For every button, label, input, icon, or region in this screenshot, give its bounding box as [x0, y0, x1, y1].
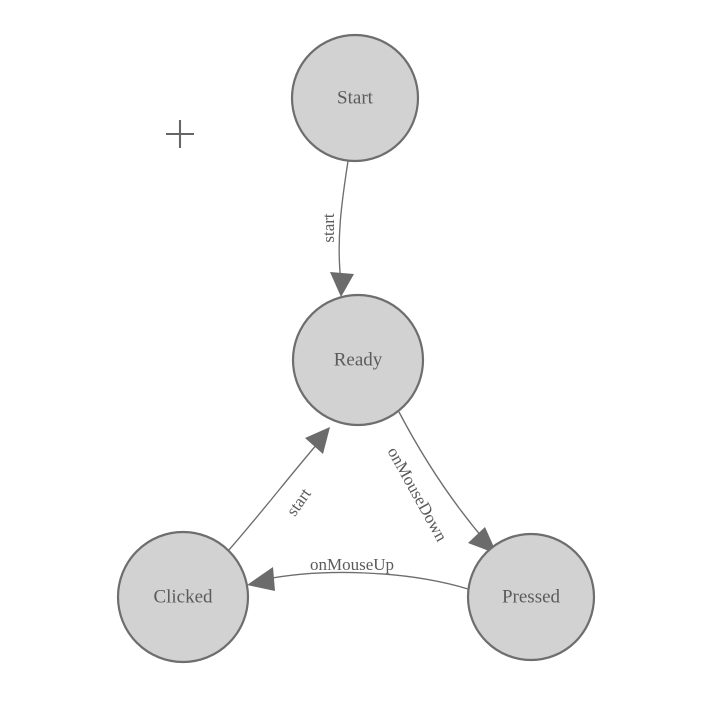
- arrowhead-ready-to-pressed: [468, 527, 497, 554]
- edge-start-to-ready[interactable]: start: [319, 160, 354, 297]
- node-ready[interactable]: Ready: [291, 293, 425, 427]
- edge-pressed-to-clicked[interactable]: onMouseUp: [247, 555, 469, 591]
- arrowhead-clicked-to-ready: [305, 427, 330, 454]
- node-circle-ready[interactable]: [291, 293, 425, 427]
- node-start[interactable]: Start: [290, 33, 420, 163]
- edge-clicked-to-ready[interactable]: start: [227, 427, 330, 552]
- edge-label-clicked-to-ready: start: [283, 484, 316, 519]
- node-circle-pressed[interactable]: [466, 532, 596, 662]
- node-pressed[interactable]: Pressed: [466, 532, 596, 662]
- edge-label-ready-to-pressed: onMouseDown: [384, 444, 452, 545]
- edge-path-clicked-to-ready: [227, 442, 319, 552]
- node-label-clicked: Clicked: [153, 586, 213, 607]
- edge-path-start-to-ready: [338, 160, 349, 283]
- edge-path-pressed-to-clicked: [261, 571, 469, 590]
- arrowhead-pressed-to-clicked: [247, 567, 275, 591]
- node-circle-start[interactable]: [290, 33, 420, 163]
- node-label-pressed: Pressed: [502, 586, 561, 607]
- edge-label-start-to-ready: start: [319, 213, 338, 243]
- node-circle-clicked[interactable]: [116, 530, 250, 664]
- edge-path-ready-to-pressed: [398, 411, 488, 544]
- node-label-ready: Ready: [334, 349, 383, 370]
- edge-label-pressed-to-clicked: onMouseUp: [310, 555, 394, 574]
- node-label-start: Start: [337, 87, 374, 108]
- crosshair-icon: [166, 120, 194, 148]
- edge-ready-to-pressed[interactable]: onMouseDown: [384, 411, 497, 554]
- arrowhead-start-to-ready: [330, 272, 354, 297]
- node-clicked[interactable]: Clicked: [116, 530, 250, 664]
